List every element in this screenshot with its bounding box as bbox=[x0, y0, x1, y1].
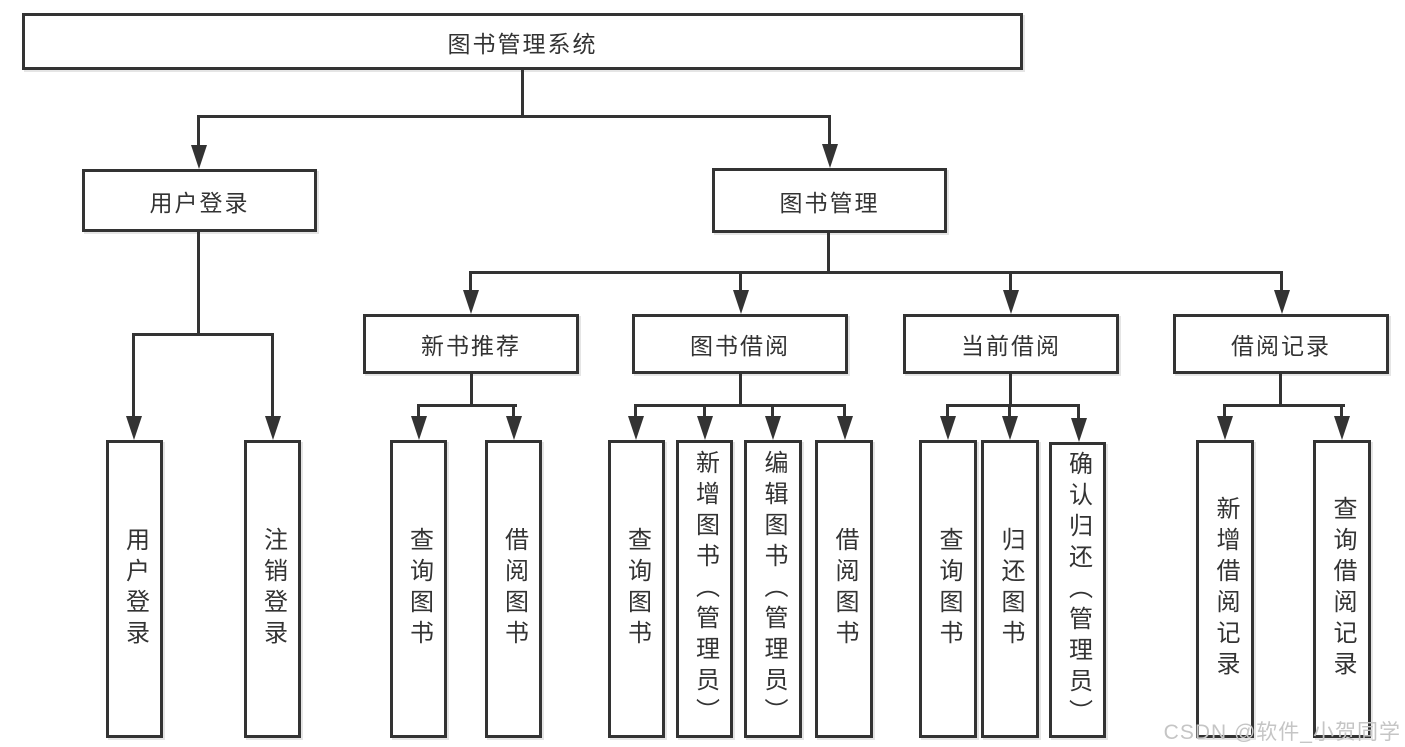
leaf-query-books-1: 查询图书 bbox=[390, 440, 447, 738]
node-label: 图书借阅 bbox=[690, 333, 790, 359]
connector-line bbox=[197, 115, 200, 149]
connector-line bbox=[1077, 404, 1080, 419]
arrow-down-icon bbox=[1071, 418, 1087, 442]
csdn-watermark: CSDN @软件_小贺同学 bbox=[1163, 721, 1401, 744]
leaf-label: 新增借阅记录 bbox=[1212, 496, 1239, 682]
connector-line bbox=[1008, 404, 1011, 419]
connector-line bbox=[1280, 271, 1283, 293]
connector-line bbox=[469, 271, 1283, 274]
connector-line bbox=[946, 404, 949, 419]
arrow-down-icon bbox=[628, 416, 644, 440]
connector-line bbox=[843, 404, 846, 419]
connector-line bbox=[1279, 374, 1282, 407]
leaf-logout: 注销登录 bbox=[244, 440, 301, 738]
arrow-down-icon bbox=[265, 416, 281, 440]
leaf-label: 查询图书 bbox=[935, 527, 962, 651]
node-current-borrow: 当前借阅 bbox=[903, 314, 1119, 374]
node-label: 借阅记录 bbox=[1231, 333, 1331, 359]
arrow-down-icon bbox=[1334, 416, 1350, 440]
connector-line bbox=[827, 233, 830, 274]
arrow-down-icon bbox=[463, 290, 479, 314]
node-root: 图书管理系统 bbox=[22, 13, 1023, 70]
arrow-down-icon bbox=[940, 416, 956, 440]
leaf-query-books-3: 查询图书 bbox=[919, 440, 977, 738]
connector-line bbox=[197, 115, 831, 118]
arrow-down-icon bbox=[1217, 416, 1233, 440]
arrow-down-icon bbox=[837, 416, 853, 440]
connector-line bbox=[946, 404, 1080, 407]
arrow-down-icon bbox=[411, 416, 427, 440]
node-label: 当前借阅 bbox=[961, 333, 1061, 359]
node-user-login: 用户登录 bbox=[82, 169, 317, 232]
arrow-down-icon bbox=[1003, 290, 1019, 314]
node-label: 图书管理系统 bbox=[447, 30, 598, 57]
arrow-down-icon bbox=[733, 290, 749, 314]
arrow-down-icon bbox=[506, 416, 522, 440]
node-book-mgmt: 图书管理 bbox=[712, 168, 947, 233]
leaf-user-login: 用户登录 bbox=[106, 440, 163, 738]
connector-line bbox=[417, 404, 517, 407]
leaf-label: 编辑图书（管理员） bbox=[760, 449, 787, 729]
connector-line bbox=[634, 404, 846, 407]
node-borrow-record: 借阅记录 bbox=[1173, 314, 1389, 374]
leaf-label: 查询图书 bbox=[623, 527, 651, 651]
connector-line bbox=[1340, 404, 1343, 419]
node-label: 用户登录 bbox=[149, 189, 250, 216]
connector-line bbox=[197, 232, 200, 336]
connector-line bbox=[1009, 374, 1012, 407]
connector-line bbox=[1223, 404, 1226, 419]
arrow-down-icon bbox=[126, 416, 142, 440]
connector-line bbox=[469, 271, 472, 293]
leaf-query-books-2: 查询图书 bbox=[608, 440, 665, 738]
connector-line bbox=[1223, 404, 1345, 407]
connector-line bbox=[132, 333, 135, 419]
connector-line bbox=[634, 404, 637, 419]
node-label: 图书管理 bbox=[779, 189, 880, 216]
leaf-query-borrow-record: 查询借阅记录 bbox=[1313, 440, 1371, 738]
leaf-label: 新增图书（管理员） bbox=[691, 449, 719, 729]
leaf-edit-books-admin: 编辑图书（管理员） bbox=[744, 440, 802, 738]
connector-line bbox=[512, 404, 515, 419]
connector-line bbox=[703, 404, 706, 419]
leaf-confirm-return-admin: 确认归还（管理员） bbox=[1049, 442, 1106, 738]
connector-line bbox=[417, 404, 420, 419]
leaf-label: 用户登录 bbox=[121, 527, 149, 651]
arrow-down-icon bbox=[765, 416, 781, 440]
leaf-label: 确认归还（管理员） bbox=[1064, 450, 1092, 730]
arrow-down-icon bbox=[1002, 416, 1018, 440]
connector-line bbox=[771, 404, 774, 419]
leaf-borrow-books-1: 借阅图书 bbox=[485, 440, 542, 738]
leaf-label: 注销登录 bbox=[259, 527, 287, 651]
connector-line bbox=[739, 271, 742, 293]
arrow-down-icon bbox=[1274, 290, 1290, 314]
connector-line bbox=[271, 333, 274, 419]
leaf-return-books: 归还图书 bbox=[981, 440, 1039, 738]
leaf-borrow-books-2: 借阅图书 bbox=[815, 440, 873, 738]
node-label: 新书推荐 bbox=[421, 333, 521, 359]
arrow-down-icon bbox=[191, 145, 207, 169]
node-book-borrow: 图书借阅 bbox=[632, 314, 848, 374]
connector-line bbox=[828, 115, 831, 148]
connector-line bbox=[470, 374, 473, 407]
leaf-label: 借阅图书 bbox=[831, 527, 858, 651]
connector-line bbox=[739, 374, 742, 407]
leaf-label: 归还图书 bbox=[997, 527, 1024, 651]
connector-line bbox=[132, 333, 274, 336]
arrow-down-icon bbox=[697, 416, 713, 440]
connector-line bbox=[521, 70, 524, 118]
connector-line bbox=[1009, 271, 1012, 293]
leaf-add-borrow-record: 新增借阅记录 bbox=[1196, 440, 1254, 738]
leaf-label: 查询借阅记录 bbox=[1329, 496, 1356, 682]
node-new-book-rec: 新书推荐 bbox=[363, 314, 579, 374]
leaf-label: 借阅图书 bbox=[500, 527, 528, 651]
leaf-label: 查询图书 bbox=[405, 527, 433, 651]
arrow-down-icon bbox=[822, 144, 838, 168]
leaf-add-books-admin: 新增图书（管理员） bbox=[676, 440, 733, 738]
